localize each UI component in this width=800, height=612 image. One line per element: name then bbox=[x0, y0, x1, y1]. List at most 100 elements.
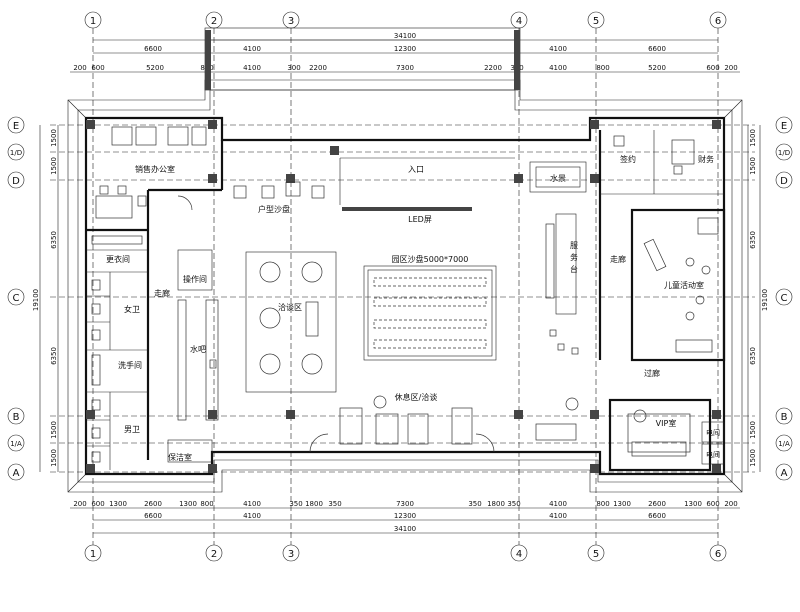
svg-text:E: E bbox=[13, 121, 19, 132]
room-sand-table-unit: 户型沙盘 bbox=[258, 204, 290, 214]
dim-bottom-total: 34100 bbox=[394, 525, 416, 533]
svg-text:1500: 1500 bbox=[749, 157, 757, 175]
svg-text:2200: 2200 bbox=[484, 64, 502, 72]
svg-text:4100: 4100 bbox=[243, 512, 261, 520]
svg-text:C: C bbox=[13, 293, 20, 304]
svg-text:5200: 5200 bbox=[146, 64, 164, 72]
svg-text:6350: 6350 bbox=[749, 347, 757, 365]
svg-text:19100: 19100 bbox=[32, 289, 40, 311]
svg-text:4100: 4100 bbox=[549, 500, 567, 508]
svg-text:800: 800 bbox=[200, 500, 213, 508]
axis-grid bbox=[50, 28, 755, 545]
axis-bubbles-top: 1 2 3 4 5 6 bbox=[84, 11, 727, 29]
top-dimensions: 34100 12300 6600 4100 4100 6600 200 600 … bbox=[70, 32, 740, 73]
room-vip: VIP室 bbox=[656, 418, 677, 428]
axis-col-1: 1 bbox=[90, 16, 96, 27]
room-elec-1: 电间 bbox=[706, 428, 720, 437]
svg-text:3: 3 bbox=[288, 549, 294, 560]
room-entrance: 入口 bbox=[408, 165, 424, 174]
svg-text:5200: 5200 bbox=[648, 64, 666, 72]
axis-bubbles-right: E 1/D D C B 1/A A bbox=[775, 116, 793, 481]
svg-text:6600: 6600 bbox=[648, 512, 666, 520]
svg-text:4100: 4100 bbox=[243, 45, 261, 53]
svg-text:4100: 4100 bbox=[243, 64, 261, 72]
svg-text:C: C bbox=[781, 293, 788, 304]
svg-text:D: D bbox=[780, 176, 788, 187]
svg-text:350: 350 bbox=[468, 500, 481, 508]
axis-col-6: 6 bbox=[715, 16, 721, 27]
svg-text:务: 务 bbox=[570, 252, 578, 262]
svg-text:1800: 1800 bbox=[305, 500, 323, 508]
room-rest-area: 休息区/洽谈 bbox=[395, 392, 438, 402]
svg-text:台: 台 bbox=[570, 264, 578, 274]
svg-text:1: 1 bbox=[90, 549, 96, 560]
room-sign-contract: 签约 bbox=[620, 154, 636, 164]
room-dressing: 更衣间 bbox=[106, 254, 130, 264]
room-elec-2: 电间 bbox=[706, 450, 720, 459]
svg-text:350: 350 bbox=[328, 500, 341, 508]
svg-text:1500: 1500 bbox=[749, 421, 757, 439]
room-corridor-left: 走廊 bbox=[154, 288, 170, 298]
svg-text:2200: 2200 bbox=[309, 64, 327, 72]
svg-text:6350: 6350 bbox=[50, 347, 58, 365]
svg-text:7300: 7300 bbox=[396, 500, 414, 508]
room-male-wc: 男卫 bbox=[124, 425, 140, 434]
axis-col-2: 2 bbox=[211, 16, 217, 27]
svg-text:1500: 1500 bbox=[50, 449, 58, 467]
svg-text:200: 200 bbox=[724, 64, 737, 72]
room-park-sand-table: 园区沙盘5000*7000 bbox=[392, 254, 469, 264]
central-hall: 入口 LED屏 户型沙盘 洽谈区 园区沙盘5000*7000 bbox=[233, 157, 579, 453]
svg-text:1/D: 1/D bbox=[778, 149, 790, 157]
led-screen-label: LED屏 bbox=[408, 215, 432, 224]
axis-col-5: 5 bbox=[593, 16, 599, 27]
svg-text:800: 800 bbox=[596, 64, 609, 72]
axis-bubbles-bottom: 1 2 3 4 5 6 bbox=[84, 544, 727, 562]
svg-text:350: 350 bbox=[507, 500, 520, 508]
svg-text:6600: 6600 bbox=[144, 45, 162, 53]
svg-text:6350: 6350 bbox=[749, 231, 757, 249]
svg-text:B: B bbox=[781, 412, 788, 423]
svg-text:350: 350 bbox=[289, 500, 302, 508]
svg-text:2600: 2600 bbox=[144, 500, 162, 508]
right-wing: 水景 签约 财务 走廊 儿童活动室 过廊 VIP室 电间 bbox=[529, 130, 726, 472]
left-wing: 销售办公室 更衣间 女卫 洗手间 男卫 走廊 操作间 bbox=[86, 126, 224, 470]
svg-text:5: 5 bbox=[593, 549, 599, 560]
svg-text:1300: 1300 bbox=[109, 500, 127, 508]
axis-bubbles-left: E 1/D D C B 1/A A bbox=[7, 116, 25, 481]
columns bbox=[86, 120, 721, 473]
svg-text:200: 200 bbox=[724, 500, 737, 508]
svg-text:6600: 6600 bbox=[144, 512, 162, 520]
svg-text:1500: 1500 bbox=[749, 449, 757, 467]
svg-text:6: 6 bbox=[715, 549, 721, 560]
bottom-dimensions: 200 600 1300 2600 1300 800 4100 350 1800… bbox=[70, 500, 740, 534]
axis-col-4: 4 bbox=[516, 16, 522, 27]
svg-text:6350: 6350 bbox=[50, 231, 58, 249]
service-desk-char-1: 服 bbox=[570, 241, 578, 250]
svg-text:1/D: 1/D bbox=[10, 149, 22, 157]
svg-text:1500: 1500 bbox=[50, 129, 58, 147]
svg-text:800: 800 bbox=[596, 500, 609, 508]
svg-text:7300: 7300 bbox=[396, 64, 414, 72]
svg-text:600: 600 bbox=[91, 500, 104, 508]
dim-top-total: 34100 bbox=[394, 32, 416, 40]
svg-text:12300: 12300 bbox=[394, 45, 416, 53]
svg-text:19100: 19100 bbox=[761, 289, 769, 311]
svg-text:A: A bbox=[781, 468, 788, 479]
svg-text:12300: 12300 bbox=[394, 512, 416, 520]
svg-text:4100: 4100 bbox=[549, 45, 567, 53]
room-wash: 洗手间 bbox=[118, 360, 142, 370]
room-female-wc: 女卫 bbox=[124, 304, 140, 314]
svg-text:600: 600 bbox=[706, 64, 719, 72]
right-dimensions: 19100 1500 1500 6350 6350 1500 1500 bbox=[747, 125, 769, 472]
svg-text:4100: 4100 bbox=[549, 512, 567, 520]
svg-text:D: D bbox=[12, 176, 20, 187]
room-negotiation: 洽谈区 bbox=[278, 302, 302, 312]
room-cleaning: 保洁室 bbox=[168, 452, 192, 462]
svg-text:1300: 1300 bbox=[684, 500, 702, 508]
svg-text:4100: 4100 bbox=[243, 500, 261, 508]
svg-text:4: 4 bbox=[516, 549, 522, 560]
svg-text:600: 600 bbox=[706, 500, 719, 508]
room-passage: 过廊 bbox=[644, 368, 660, 378]
svg-text:4100: 4100 bbox=[549, 64, 567, 72]
svg-text:A: A bbox=[13, 468, 20, 479]
